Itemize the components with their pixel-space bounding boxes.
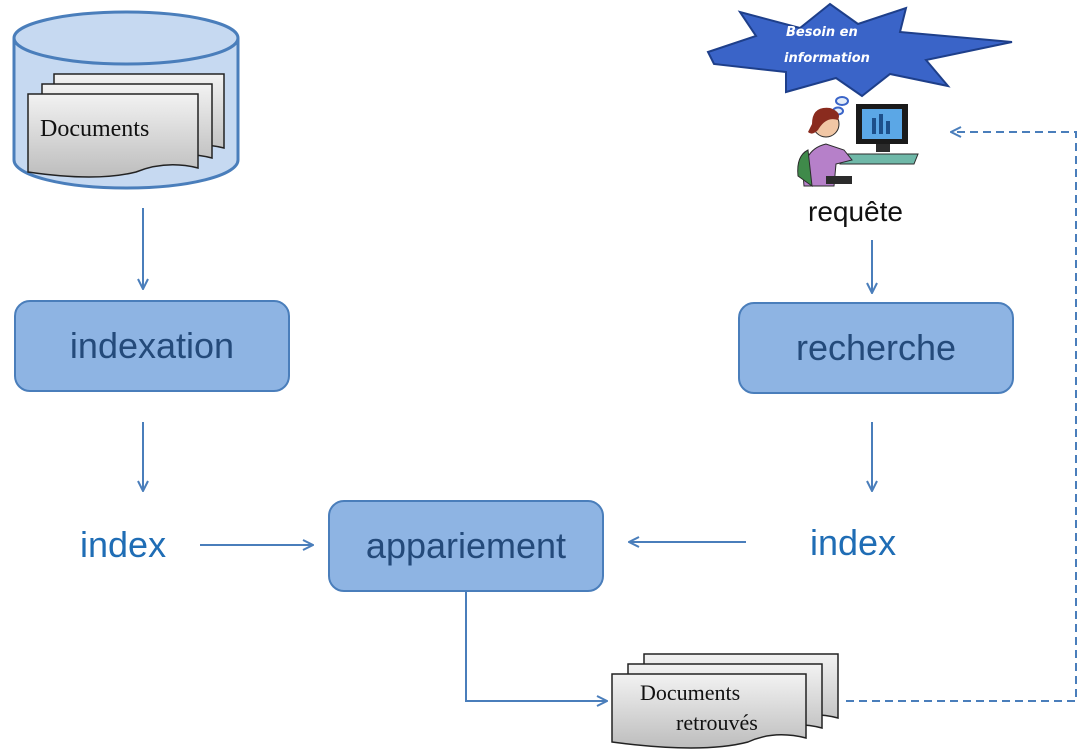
indexation-box: indexation [14,300,290,392]
results-documents-icon [611,653,839,749]
appariement-box: appariement [328,500,604,592]
user-computer-icon [797,104,919,188]
query-label: requête [808,196,903,227]
database-label: Documents [40,116,150,142]
recherche-box: recherche [738,302,1014,394]
bubble-line-2: information [784,51,870,66]
thought-bubble-icon [706,2,1013,116]
results-line-1: Documents [640,680,741,705]
bubble-line-1: Besoin en [786,25,858,40]
documents-stack-icon [27,73,225,178]
results-line-2: retrouvés [676,710,758,735]
index-label-left: index [80,524,167,565]
index-label-right: index [810,522,897,563]
arrow-appariement-to-results [465,592,606,701]
feedback-dashed-arrow [846,132,1077,702]
